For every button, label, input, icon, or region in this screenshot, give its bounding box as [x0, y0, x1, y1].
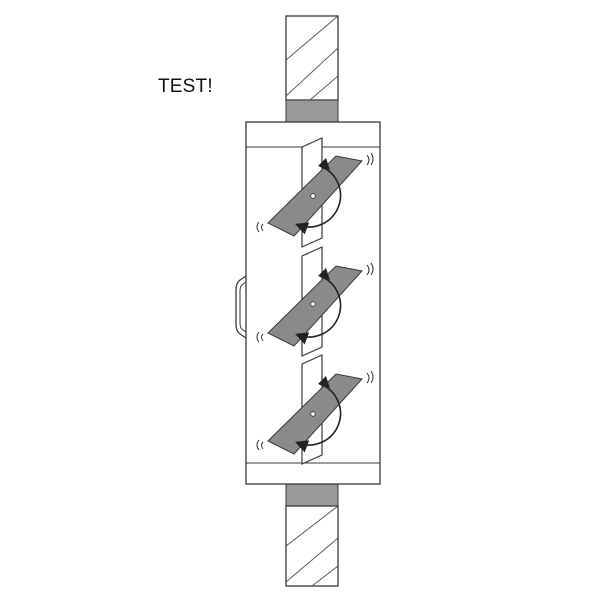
rotation-arrow-icon	[294, 275, 342, 345]
bottom-wall-band	[285, 483, 339, 507]
rotation-arrow-icon	[294, 165, 342, 235]
vibration-right-icon	[366, 370, 374, 384]
top-wall-band	[285, 99, 339, 123]
vibration-right-icon	[366, 262, 374, 276]
rotation-arrow-icon	[294, 383, 342, 453]
side-handle	[235, 275, 247, 339]
blade-bottom	[256, 370, 374, 455]
test-label: TEST!	[158, 76, 213, 97]
side-handle-inner	[239, 281, 247, 333]
blade-top	[256, 152, 374, 237]
vibration-right-icon	[366, 152, 374, 166]
top-wall	[285, 15, 339, 101]
vibration-left-icon	[256, 221, 264, 233]
vibration-left-icon	[256, 439, 264, 451]
blade-middle	[256, 262, 374, 347]
bottom-wall	[285, 505, 339, 587]
vibration-left-icon	[256, 331, 264, 343]
